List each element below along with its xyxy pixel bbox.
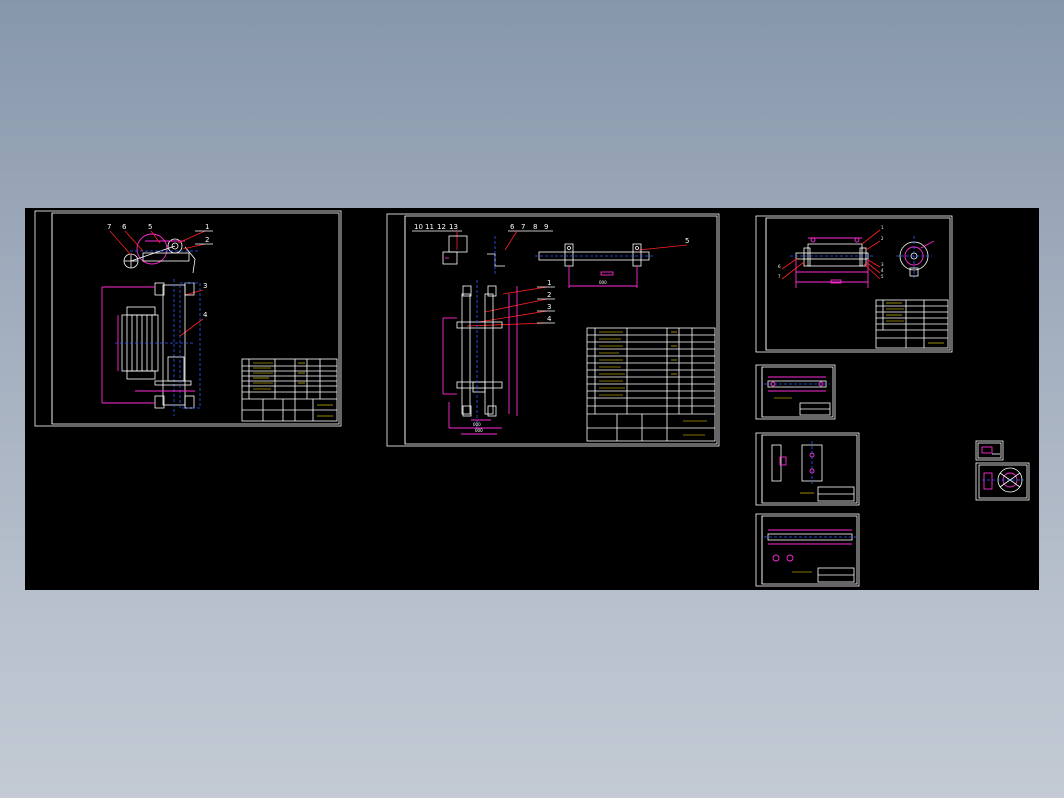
- balloon-11: 11: [425, 223, 434, 231]
- balloon-10: 10: [414, 223, 423, 231]
- balloon-1: 1: [205, 223, 209, 231]
- drawing-frame: [761, 515, 858, 585]
- balloon-7: 7: [521, 223, 525, 231]
- drawing-frame: [765, 217, 951, 351]
- balloon-3: 3: [203, 282, 207, 290]
- balloon-1: 1: [881, 225, 884, 230]
- balloons-sheet2: 10 11 12 13 6 7 8 9 5 1 2 3 4: [412, 223, 689, 327]
- balloon-7: 7: [107, 223, 111, 231]
- balloon-8: 8: [533, 223, 537, 231]
- bracket-detail: [442, 235, 505, 274]
- balloon-5: 5: [881, 274, 884, 279]
- balloon-6: 6: [122, 223, 127, 231]
- svg-text:000: 000: [599, 280, 607, 285]
- balloon-12: 12: [437, 223, 446, 231]
- sheet-part-tiny[interactable]: [975, 440, 1004, 461]
- balloon-3: 3: [881, 262, 884, 267]
- sheet-border: [755, 432, 860, 506]
- bom-table-sheet2: [586, 327, 716, 442]
- balloon-2: 2: [547, 291, 551, 299]
- svg-text:000: 000: [475, 428, 483, 433]
- shaft-detail: 000: [535, 243, 655, 288]
- sheet-part-bracket[interactable]: [755, 432, 860, 506]
- sheet-assembly[interactable]: 7 6 5 1 2 3 4: [34, 210, 342, 427]
- balloon-2: 2: [881, 236, 884, 241]
- sheet-border: [34, 210, 342, 427]
- cad-model-space[interactable]: 7 6 5 1 2 3 4: [25, 208, 1039, 590]
- sheet-border: [386, 213, 720, 447]
- drawing-frame: [761, 434, 858, 504]
- balloon-5: 5: [685, 237, 689, 245]
- balloon-5: 5: [148, 223, 152, 231]
- balloon-2: 2: [205, 236, 209, 244]
- balloon-4: 4: [203, 311, 208, 319]
- title-block-sheet3: [875, 299, 949, 349]
- balloon-7: 7: [778, 274, 781, 279]
- balloon-6: 6: [510, 223, 515, 231]
- balloons-sheet1: 7 6 5 1 2 3 4: [107, 223, 213, 337]
- drawing-frame: [404, 215, 718, 445]
- balloon-4: 4: [881, 268, 884, 273]
- sheet-border: [755, 364, 836, 420]
- sheet-border: [755, 215, 953, 353]
- balloon-3: 3: [547, 303, 551, 311]
- sheet-components[interactable]: 10 11 12 13 6 7 8 9 5 1 2 3 4: [386, 213, 720, 447]
- roller-front-view: [790, 237, 874, 288]
- sheet-part-shaft-b[interactable]: [755, 513, 860, 587]
- sheet-border: [755, 513, 860, 587]
- balloon-4: 4: [547, 315, 552, 323]
- balloon-1: 1: [547, 279, 551, 287]
- balloon-6: 6: [778, 264, 781, 269]
- sheet-part-shaft-a[interactable]: [755, 364, 836, 420]
- sheet-border: [975, 462, 1030, 501]
- title-block-sheet1: [241, 358, 338, 422]
- balloon-13: 13: [449, 223, 458, 231]
- balloons-sheet3: 1 2 3 4 5 6 7: [778, 225, 884, 280]
- top-view: [123, 233, 200, 274]
- roller-end-view: [896, 236, 935, 278]
- frame-side-view: 000 000: [442, 280, 518, 435]
- drawing-frame: [761, 366, 834, 418]
- balloon-9: 9: [544, 223, 548, 231]
- front-view: [101, 279, 201, 416]
- sheet-roller[interactable]: 1 2 3 4 5 6 7: [755, 215, 953, 353]
- sheet-part-disc[interactable]: [975, 462, 1030, 501]
- drawing-frame: [51, 212, 340, 425]
- drawing-canvas: 7 6 5 1 2 3 4: [34, 210, 1030, 587]
- svg-text:000: 000: [473, 422, 481, 427]
- sheet-border: [975, 440, 1004, 461]
